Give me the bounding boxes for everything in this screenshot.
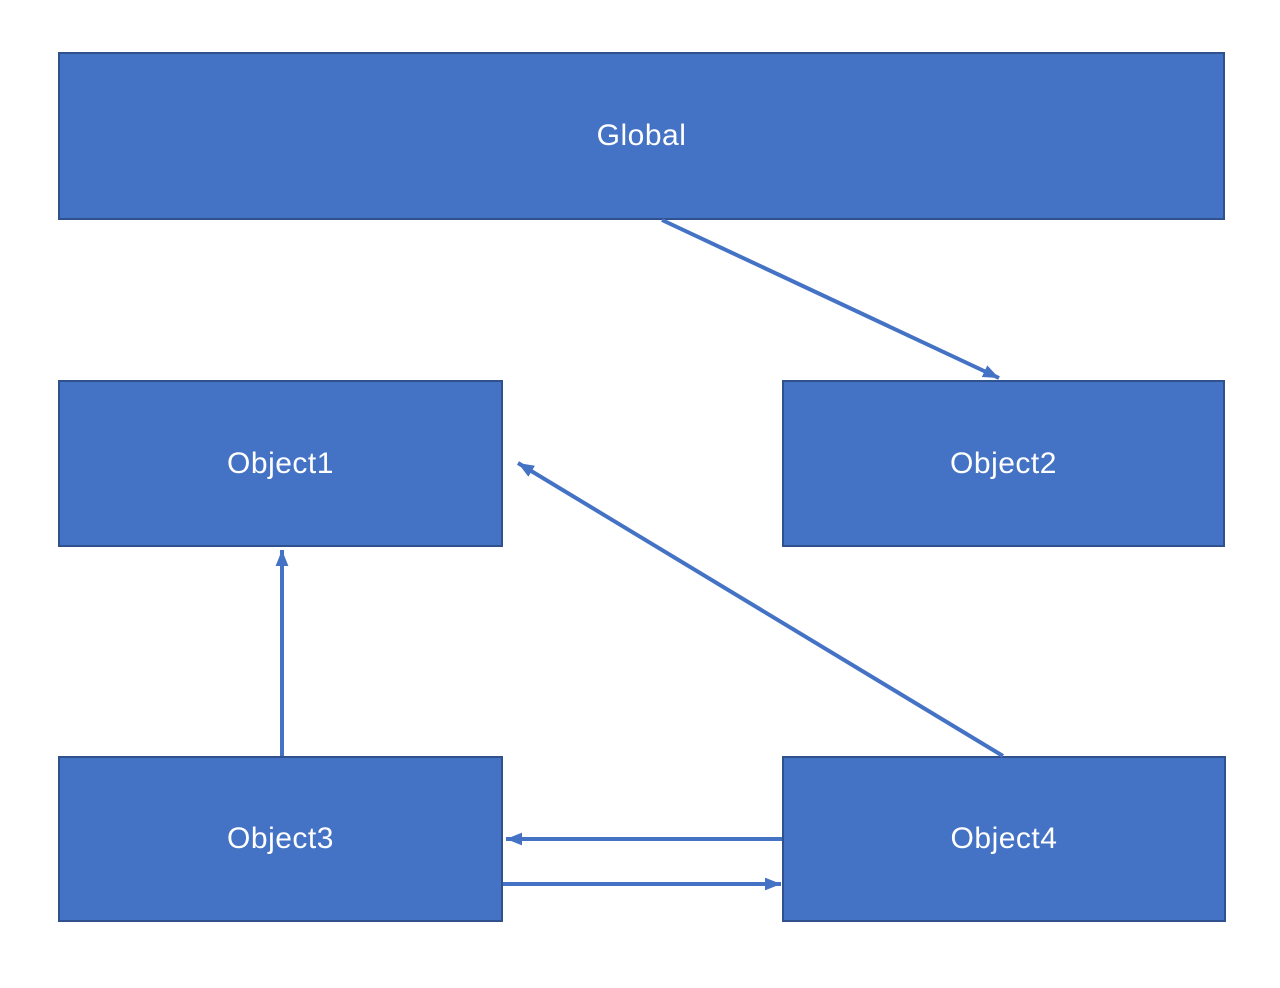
node-object4-label: Object4 — [950, 822, 1058, 855]
node-global: Global — [58, 52, 1225, 220]
node-object2: Object2 — [782, 380, 1225, 547]
arrow-global-to-object2 — [661, 218, 1000, 380]
node-object3-label: Object3 — [227, 822, 334, 855]
node-global-label: Global — [596, 119, 687, 152]
node-object3: Object3 — [58, 756, 503, 922]
node-object1: Object1 — [58, 380, 503, 547]
node-object4: Object4 — [782, 756, 1226, 922]
node-object1-label: Object1 — [227, 446, 334, 480]
node-object2-label: Object2 — [950, 446, 1057, 480]
